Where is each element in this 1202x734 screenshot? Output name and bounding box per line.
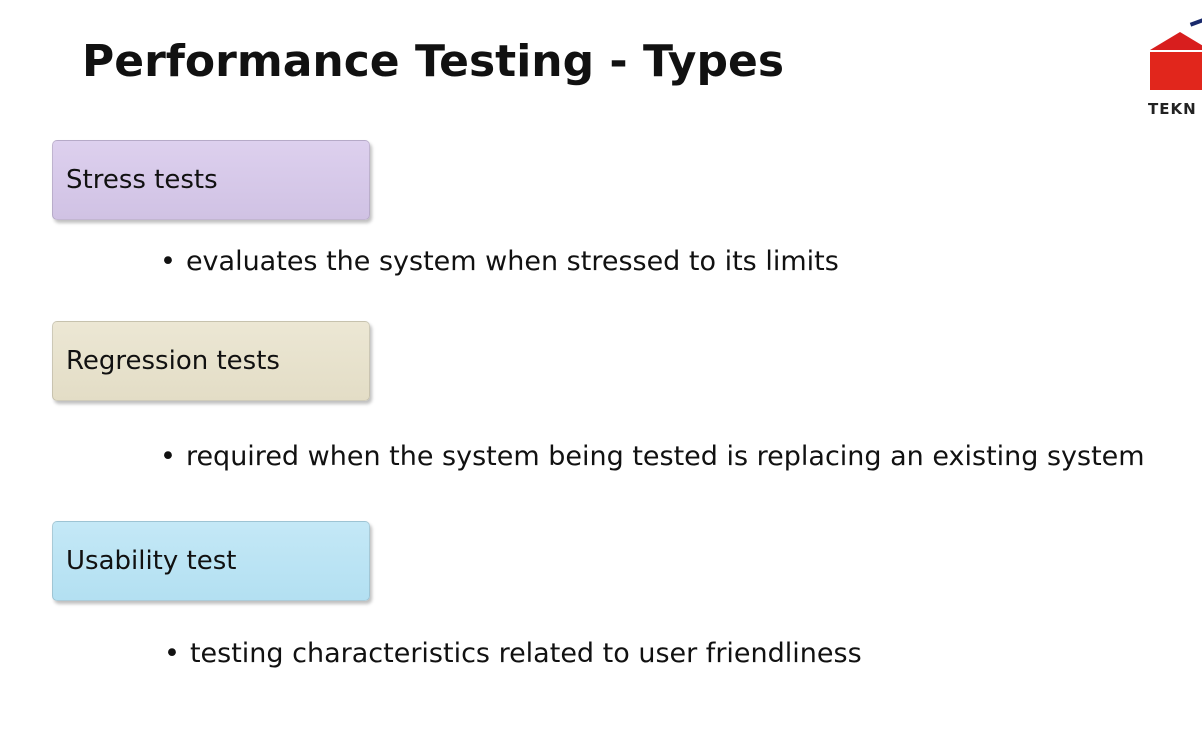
bullet-text: required when the system being tested is…: [185, 441, 1145, 472]
type-box-stress-tests: Stress tests: [52, 140, 370, 220]
logo-roof-accent: [1189, 17, 1202, 27]
slide-title: Performance Testing - Types: [82, 36, 785, 87]
bullet-dot: •: [164, 638, 180, 669]
bullet-dot: •: [160, 246, 176, 277]
logo-block: [1150, 52, 1202, 90]
bullet-stress-tests: • evaluates the system when stressed to i…: [160, 246, 839, 277]
logo-brand-text: TEKN: [1148, 100, 1197, 118]
bullet-usability-test: • testing characteristics related to user…: [164, 638, 862, 669]
bullet-text: testing characteristics related to user …: [189, 638, 862, 669]
type-box-regression-tests: Regression tests: [52, 321, 370, 401]
house-logo-icon: [1150, 32, 1202, 50]
bullet-text: evaluates the system when stressed to it…: [185, 246, 839, 277]
bullet-dot: •: [160, 441, 176, 472]
type-box-usability-test: Usability test: [52, 521, 370, 601]
bullet-regression-tests: • required when the system being tested i…: [160, 441, 1145, 472]
company-logo: TEKN: [1136, 10, 1202, 120]
